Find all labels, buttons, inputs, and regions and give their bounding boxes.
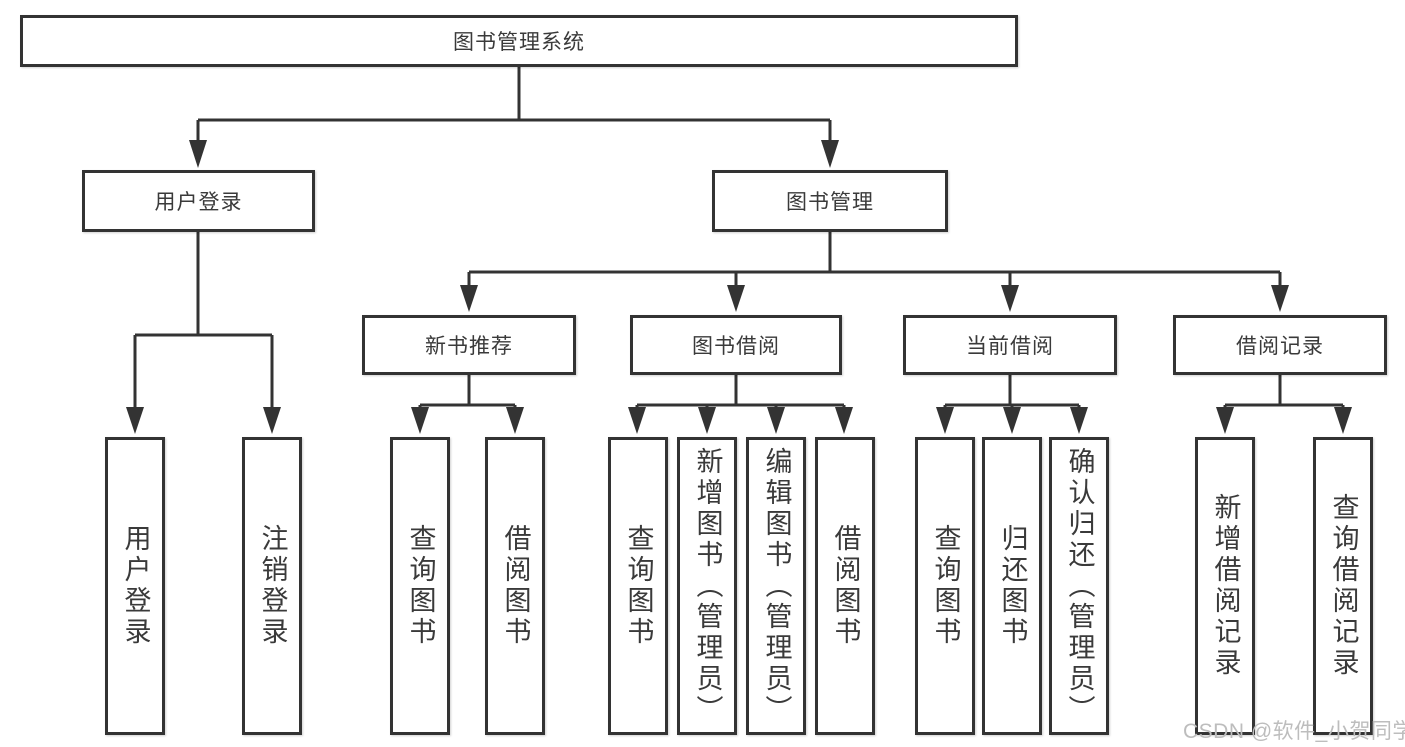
arrow-down-icon — [698, 407, 716, 434]
node-label: 当前借阅 — [966, 335, 1054, 358]
arrow-down-icon — [1003, 407, 1021, 434]
node-user-login: 用户登录 — [82, 170, 315, 232]
leaf-query-borrow-record: 查询借阅记录 — [1313, 437, 1373, 735]
arrow-down-icon — [1216, 407, 1234, 434]
node-label: 用户登录 — [154, 191, 243, 214]
leaf-logout: 注销登录 — [242, 437, 302, 735]
leaf-label: 注销登录 — [257, 524, 288, 648]
leaf-label: 用户登录 — [120, 524, 151, 648]
leaf-recommend-borrow-books: 借阅图书 — [485, 437, 545, 735]
leaf-label: 编辑图书（管理员） — [761, 446, 792, 726]
leaf-label: 新增图书（管理员） — [692, 446, 723, 726]
leaf-add-books-admin: 新增图书（管理员） — [677, 437, 737, 735]
arrow-down-icon — [411, 407, 429, 434]
leaf-add-borrow-record: 新增借阅记录 — [1195, 437, 1255, 735]
leaf-recommend-query-books: 查询图书 — [390, 437, 450, 735]
arrow-down-icon — [727, 285, 745, 312]
leaf-label: 查询借阅记录 — [1328, 493, 1359, 679]
arrow-down-icon — [1070, 407, 1088, 434]
leaf-label: 查询图书 — [623, 524, 654, 648]
leaf-confirm-return-admin: 确认归还（管理员） — [1049, 437, 1109, 735]
node-book-borrow: 图书借阅 — [630, 315, 842, 375]
arrow-down-icon — [1271, 285, 1289, 312]
node-label: 图书管理 — [786, 191, 874, 214]
leaf-current-query-books: 查询图书 — [915, 437, 975, 735]
leaf-borrow-query-books: 查询图书 — [608, 437, 668, 735]
leaf-label: 查询图书 — [930, 524, 961, 648]
arrow-down-icon — [767, 407, 785, 434]
node-borrow-records: 借阅记录 — [1173, 315, 1387, 375]
node-label: 图书管理系统 — [453, 31, 585, 54]
node-root-system: 图书管理系统 — [20, 15, 1018, 67]
leaf-label: 借阅图书 — [830, 524, 861, 648]
arrow-down-icon — [1334, 407, 1352, 434]
leaf-label: 查询图书 — [405, 524, 436, 648]
arrow-down-icon — [460, 285, 478, 312]
arrow-down-icon — [126, 407, 144, 434]
node-new-book-recommend: 新书推荐 — [362, 315, 576, 375]
leaf-user-login: 用户登录 — [105, 437, 165, 735]
arrow-down-icon — [821, 140, 839, 168]
arrow-down-icon — [936, 407, 954, 434]
leaf-label: 确认归还（管理员） — [1064, 446, 1095, 726]
node-label: 图书借阅 — [692, 335, 780, 358]
arrow-down-icon — [506, 407, 524, 434]
node-current-borrow: 当前借阅 — [903, 315, 1117, 375]
arrow-down-icon — [263, 407, 281, 434]
arrow-down-icon — [628, 407, 646, 434]
csdn-watermark: CSDN @软件_小贺同学 — [1183, 720, 1405, 743]
node-book-management: 图书管理 — [712, 170, 948, 232]
leaf-label: 归还图书 — [997, 524, 1028, 648]
arrow-down-icon — [189, 140, 207, 168]
leaf-borrow-books: 借阅图书 — [815, 437, 875, 735]
arrow-down-icon — [1001, 285, 1019, 312]
leaf-label: 新增借阅记录 — [1210, 493, 1241, 679]
arrow-down-icon — [835, 407, 853, 434]
node-label: 新书推荐 — [425, 335, 513, 358]
leaf-edit-books-admin: 编辑图书（管理员） — [746, 437, 806, 735]
leaf-return-books: 归还图书 — [982, 437, 1042, 735]
node-label: 借阅记录 — [1236, 335, 1324, 358]
leaf-label: 借阅图书 — [500, 524, 531, 648]
